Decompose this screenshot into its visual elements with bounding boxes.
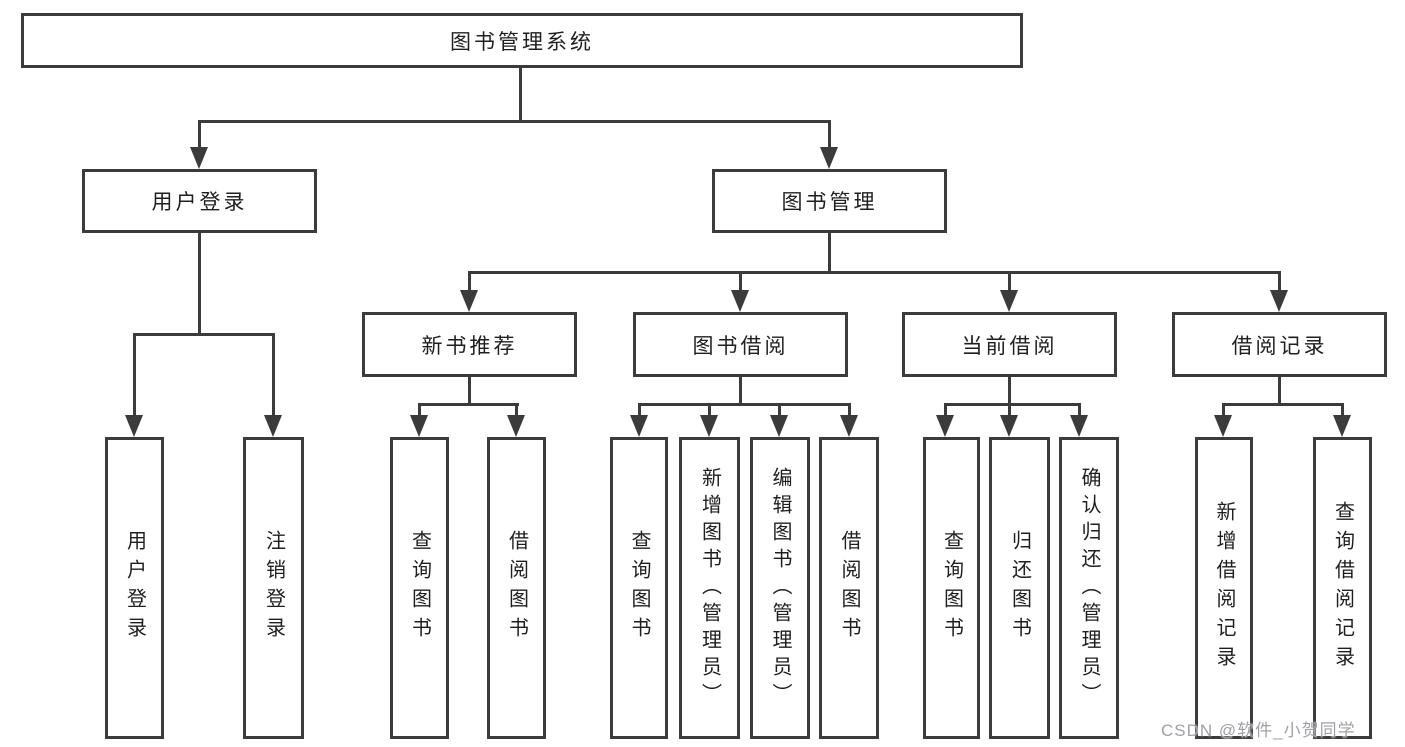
connector-stub-new-book-recommend xyxy=(468,271,471,292)
arrowhead-to-bb-add xyxy=(700,415,718,437)
leaf-cb-query-books-label: 查询图书 xyxy=(940,530,963,646)
leaf-nb-query-books: 查询图书 xyxy=(390,437,449,739)
connector-stub-cb-query xyxy=(944,403,947,417)
connector-current-borrow-stem xyxy=(1008,377,1011,406)
connector-stub-leaf-user-login xyxy=(133,333,136,417)
connector-stub-br-query xyxy=(1341,403,1344,417)
connector-book-borrow-stem xyxy=(739,377,742,406)
connector-new-book-recommend-stem xyxy=(468,377,471,406)
node-user-login-label: 用户登录 xyxy=(151,191,248,214)
arrowhead-to-bb-query xyxy=(630,415,648,437)
node-book-borrow-label: 图书借阅 xyxy=(692,334,789,358)
connector-borrow-records-rail xyxy=(1222,403,1344,406)
arrowhead-to-leaf-user-login xyxy=(125,415,143,437)
node-root-label: 图书管理系统 xyxy=(450,30,594,54)
arrowhead-to-nb-query xyxy=(410,415,428,437)
arrowhead-to-br-add xyxy=(1214,415,1232,437)
connector-stub-nb-query xyxy=(418,403,421,417)
leaf-br-query-record: 查询借阅记录 xyxy=(1313,437,1372,739)
connector-stub-book-borrow xyxy=(739,271,742,292)
arrowhead-to-br-query xyxy=(1333,415,1351,437)
connector-stub-bb-query xyxy=(638,403,641,417)
connector-new-book-recommend-rail xyxy=(418,403,519,406)
leaf-bb-add-books-admin: 新增图书（管理员） xyxy=(679,437,740,739)
connector-root-rail xyxy=(198,120,831,123)
connector-user-login-rail xyxy=(133,333,275,336)
leaf-cb-return-books: 归还图书 xyxy=(989,437,1050,739)
arrowhead-to-cb-query xyxy=(936,415,954,437)
arrowhead-to-current-borrow xyxy=(1000,290,1018,312)
node-current-borrow-label: 当前借阅 xyxy=(961,334,1058,358)
connector-borrow-records-stem xyxy=(1278,377,1281,406)
leaf-user-login: 用户登录 xyxy=(105,437,164,739)
leaf-logout-label: 注销登录 xyxy=(262,530,285,646)
connector-root-stem xyxy=(519,68,522,122)
leaf-nb-borrow-books: 借阅图书 xyxy=(487,437,546,739)
leaf-bb-borrow-books-label: 借阅图书 xyxy=(838,530,860,646)
arrowhead-to-book-borrow xyxy=(731,290,749,312)
connector-stub-bb-edit xyxy=(778,403,781,417)
leaf-cb-confirm-return-admin: 确认归还（管理员） xyxy=(1059,437,1119,739)
connector-book-management-rail xyxy=(468,271,1281,274)
leaf-bb-query-books-label: 查询图书 xyxy=(628,530,650,646)
connector-stub-cb-confirm xyxy=(1078,403,1081,417)
arrowhead-to-bb-borrow xyxy=(840,415,858,437)
leaf-cb-return-books-label: 归还图书 xyxy=(1008,530,1031,646)
csdn-watermark: CSDN @软件_小贺同学 xyxy=(1161,721,1356,740)
leaf-br-add-record-label: 新增借阅记录 xyxy=(1213,501,1235,675)
node-root: 图书管理系统 xyxy=(21,13,1023,68)
connector-stub-current-borrow xyxy=(1008,271,1011,292)
leaf-nb-query-books-label: 查询图书 xyxy=(408,530,431,646)
leaf-br-query-record-label: 查询借阅记录 xyxy=(1331,501,1354,675)
connector-stub-borrow-records xyxy=(1278,271,1281,292)
arrowhead-to-cb-confirm xyxy=(1070,415,1088,437)
leaf-nb-borrow-books-label: 借阅图书 xyxy=(505,530,528,646)
node-current-borrow: 当前借阅 xyxy=(902,312,1117,377)
connector-book-borrow-rail xyxy=(638,403,851,406)
connector-book-management-stem xyxy=(828,233,831,274)
connector-stub-cb-return xyxy=(1008,403,1011,417)
arrowhead-to-nb-borrow xyxy=(507,415,525,437)
leaf-bb-query-books: 查询图书 xyxy=(610,437,668,739)
node-borrow-records-label: 借阅记录 xyxy=(1231,334,1328,358)
node-book-management-label: 图书管理 xyxy=(781,191,878,214)
node-new-book-recommend-label: 新书推荐 xyxy=(421,334,518,358)
connector-stub-br-add xyxy=(1222,403,1225,417)
arrowhead-to-user-login xyxy=(190,147,208,169)
arrowhead-to-new-book-recommend xyxy=(460,290,478,312)
leaf-bb-add-books-admin-label: 新增图书（管理员） xyxy=(698,466,721,710)
connector-stub-bb-add xyxy=(708,403,711,417)
arrowhead-to-leaf-logout xyxy=(264,415,282,437)
leaf-bb-edit-books-admin-label: 编辑图书（管理员） xyxy=(769,466,791,710)
leaf-logout: 注销登录 xyxy=(243,437,304,739)
node-new-book-recommend: 新书推荐 xyxy=(362,312,577,377)
connector-stub-leaf-logout xyxy=(272,333,275,417)
connector-current-borrow-rail xyxy=(944,403,1081,406)
leaf-bb-edit-books-admin: 编辑图书（管理员） xyxy=(750,437,810,739)
node-book-management: 图书管理 xyxy=(712,169,947,233)
node-user-login: 用户登录 xyxy=(82,169,317,233)
leaf-bb-borrow-books: 借阅图书 xyxy=(819,437,879,739)
arrowhead-to-borrow-records xyxy=(1270,290,1288,312)
arrowhead-to-cb-return xyxy=(1000,415,1018,437)
connector-stub-book-management xyxy=(828,120,831,149)
leaf-cb-confirm-return-admin-label: 确认归还（管理员） xyxy=(1078,466,1100,710)
connector-stub-nb-borrow xyxy=(515,403,518,417)
node-book-borrow: 图书借阅 xyxy=(633,312,848,377)
arrowhead-to-bb-edit xyxy=(770,415,788,437)
leaf-br-add-record: 新增借阅记录 xyxy=(1195,437,1253,739)
connector-stub-bb-borrow xyxy=(848,403,851,417)
connector-user-login-stem xyxy=(198,233,201,336)
leaf-cb-query-books: 查询图书 xyxy=(923,437,980,739)
leaf-user-login-label: 用户登录 xyxy=(123,530,146,646)
node-borrow-records: 借阅记录 xyxy=(1172,312,1387,377)
arrowhead-to-book-management xyxy=(820,147,838,169)
connector-stub-user-login xyxy=(198,120,201,149)
